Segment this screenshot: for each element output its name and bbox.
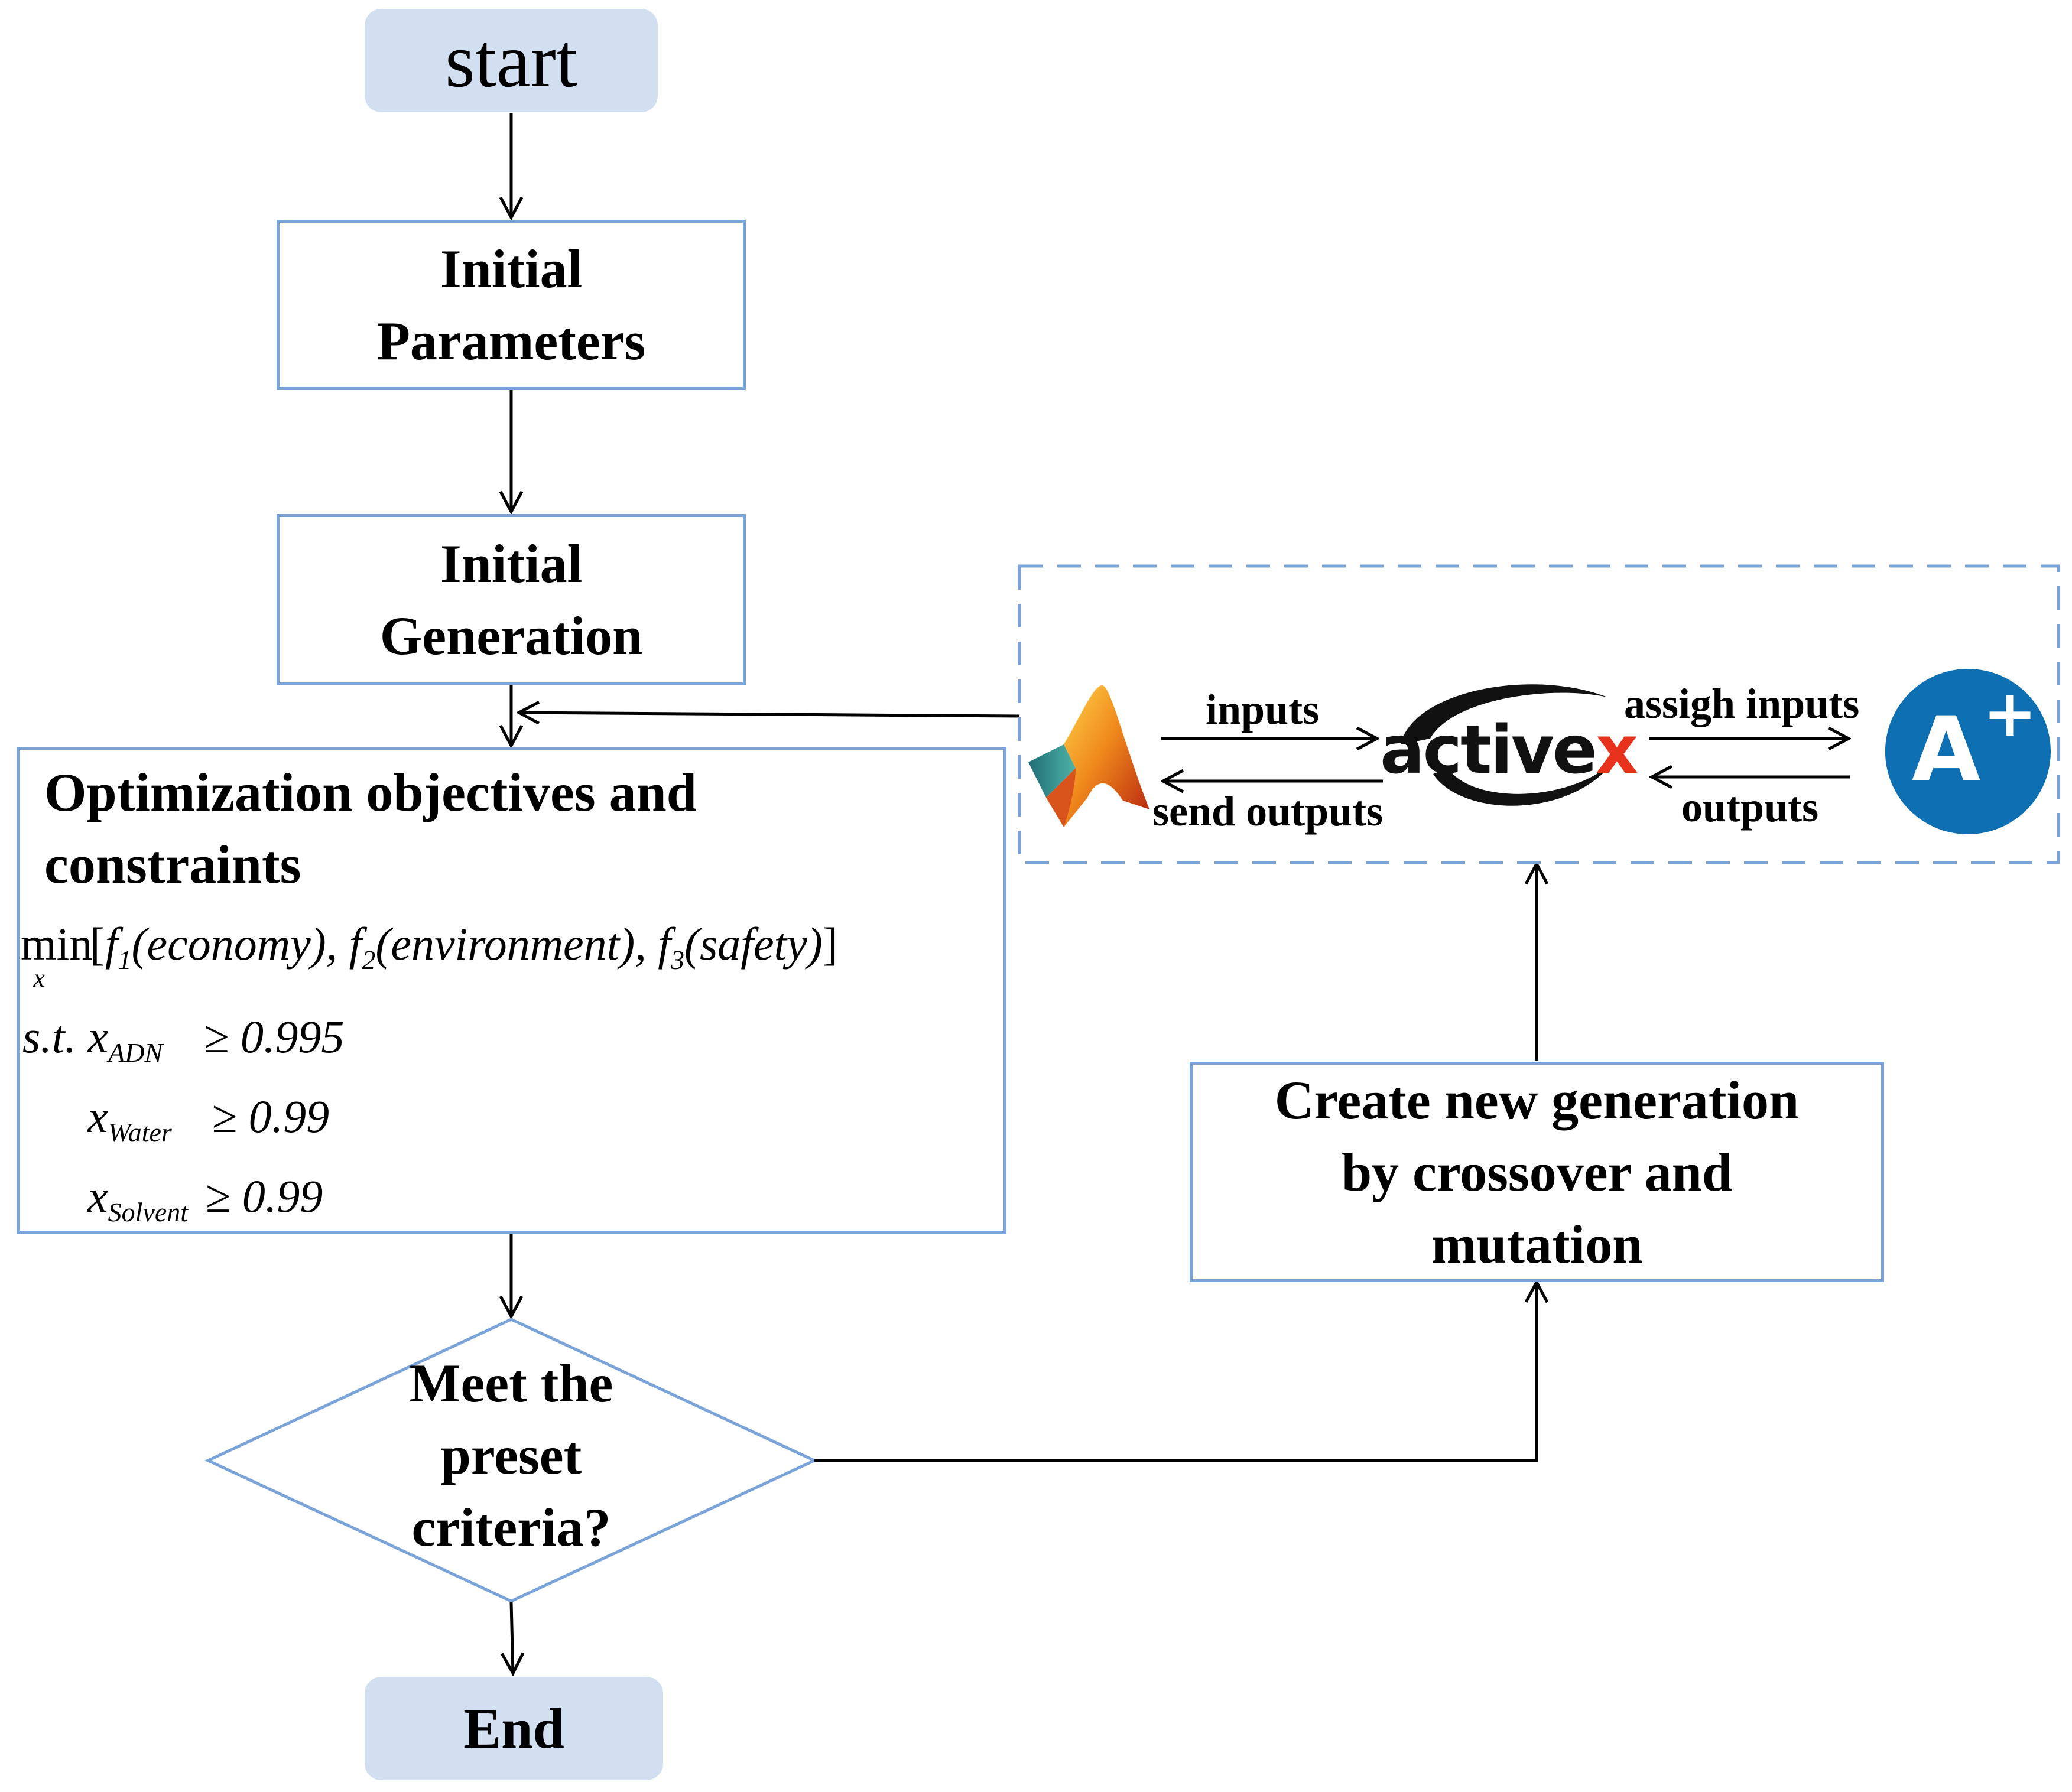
f2-symbol: f	[349, 918, 362, 970]
open-bracket: [	[89, 918, 105, 970]
end-label: End	[463, 1697, 564, 1760]
constraint-water-prefix: x	[87, 1091, 108, 1142]
interface-container	[1018, 564, 2060, 864]
inputs-label: inputs	[1206, 686, 1320, 733]
create-generation-line2: by crossover and	[1341, 1141, 1733, 1202]
constraint-water: xWater ≥ 0.99	[87, 1090, 329, 1148]
optimization-title-line2: constraints	[44, 834, 301, 895]
create-generation-box: Create new generation by crossover and m…	[1190, 1062, 1884, 1282]
constraint-solvent-rel: ≥ 0.99	[205, 1170, 323, 1222]
assign-inputs-label: assigh inputs	[1624, 680, 1860, 727]
decision-diamond	[204, 1318, 818, 1603]
initial-parameters-line1: Initial	[440, 239, 583, 299]
min-subscript: x	[33, 964, 45, 993]
f1-argument: (economy),	[131, 918, 338, 970]
constraint-adn-sub: ADN	[108, 1038, 163, 1068]
aspen-plus-sign: +	[1983, 675, 2037, 751]
optimization-box	[17, 747, 1006, 1234]
arrow-decision-to-create	[814, 1282, 1537, 1462]
activex-accent-text: x	[1596, 712, 1637, 789]
initial-parameters-line2: Parameters	[376, 311, 646, 371]
constraint-water-sub: Water	[108, 1117, 172, 1147]
end-terminal: End	[365, 1677, 663, 1780]
initial-parameters-box: Initial Parameters	[277, 220, 746, 390]
send-outputs-label: send outputs	[1152, 788, 1384, 835]
constraint-solvent: xSolvent ≥ 0.99	[87, 1170, 323, 1228]
decision-line3: criteria?	[411, 1497, 611, 1557]
decision-line2: preset	[440, 1425, 582, 1485]
matlab-logo-icon	[1028, 685, 1149, 827]
arrow-decision-to-end	[511, 1602, 513, 1673]
f2-subscript: 2	[362, 945, 376, 975]
start-label: start	[445, 18, 577, 103]
optimization-title: Optimization objectives and constraints	[44, 756, 931, 900]
f2-argument: (environment),	[375, 918, 647, 970]
decision-label: Meet the preset criteria?	[381, 1347, 641, 1563]
initial-generation-line2: Generation	[379, 606, 643, 666]
outputs-label: outputs	[1681, 783, 1819, 831]
create-generation-line1: Create new generation	[1274, 1069, 1800, 1130]
arrow-interface-to-optimization	[519, 713, 1020, 716]
min-operator: min	[21, 918, 93, 970]
f1-symbol: f	[105, 918, 118, 970]
activex-logo-icon: activex	[1380, 684, 1637, 806]
constraint-adn-prefix: s.t. x	[22, 1011, 109, 1062]
f3-subscript: 3	[670, 945, 684, 975]
f3-argument: (safety)	[684, 918, 823, 970]
aspen-plus-logo-icon: A +	[1885, 669, 2051, 834]
decision-line1: Meet the	[409, 1353, 613, 1413]
constraint-water-rel: ≥ 0.99	[212, 1091, 330, 1142]
activex-main-text: active	[1380, 712, 1596, 789]
objective-formula: minx[f1(economy), f2(environment), f3(sa…	[21, 918, 838, 993]
aspen-a-letter: A	[1912, 698, 1980, 801]
f3-symbol: f	[658, 918, 671, 970]
initial-generation-box: Initial Generation	[277, 514, 746, 685]
constraint-solvent-prefix: x	[87, 1170, 108, 1222]
close-bracket: ]	[822, 918, 838, 970]
constraint-adn: s.t. xADN ≥ 0.995	[22, 1010, 344, 1068]
optimization-title-line1: Optimization objectives and	[44, 762, 697, 822]
create-generation-line3: mutation	[1431, 1214, 1643, 1274]
start-terminal: start	[365, 9, 658, 112]
constraint-adn-rel: ≥ 0.995	[203, 1011, 345, 1062]
f1-subscript: 1	[118, 945, 132, 975]
constraint-solvent-sub: Solvent	[108, 1197, 189, 1227]
svg-text:activex: activex	[1380, 712, 1637, 789]
initial-generation-line1: Initial	[440, 534, 583, 594]
